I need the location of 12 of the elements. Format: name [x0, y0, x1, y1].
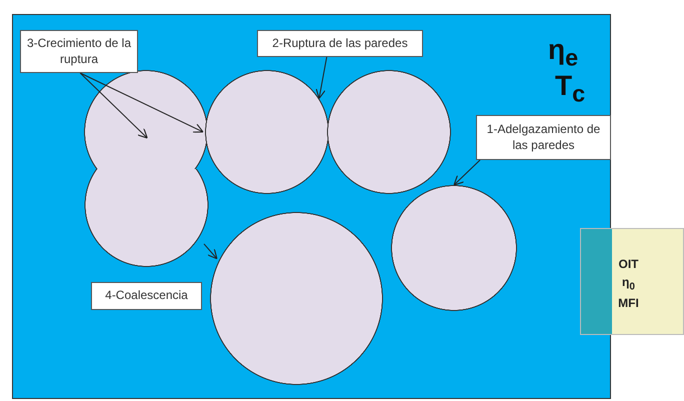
- callout-label: 4-Coalescencia: [91, 282, 202, 310]
- parameter-symbol: T$_{c}$: [555, 72, 586, 106]
- callout-label: 3-Crecimiento de la ruptura: [20, 30, 138, 73]
- arrow: [80, 72, 204, 133]
- parameter-box: OIT η$_{0}$ MFI: [580, 228, 684, 335]
- arrow: [453, 160, 481, 186]
- parameter-symbol: η$_{e}$: [548, 36, 578, 70]
- arrow: [80, 72, 148, 139]
- callout-label: 2-Ruptura de las paredes: [257, 30, 423, 57]
- callout-label: 1-Adelgazamiento de las paredes: [476, 115, 611, 160]
- arrow: [316, 56, 328, 100]
- arrow: [204, 243, 218, 260]
